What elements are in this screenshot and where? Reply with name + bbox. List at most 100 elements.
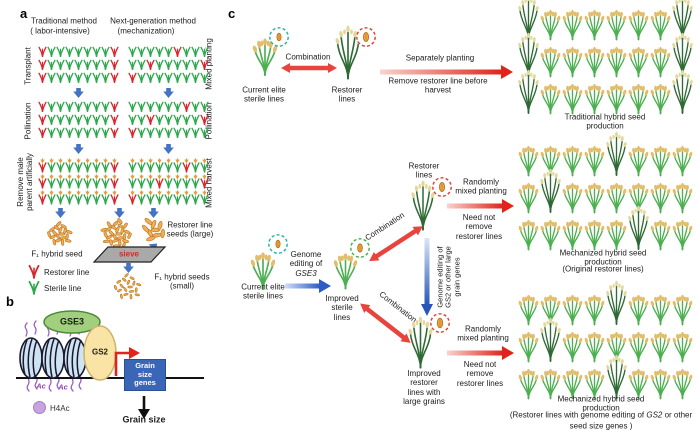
rice-plant-icon <box>584 331 604 362</box>
gradient-arrow-icon <box>447 346 514 360</box>
rice-sprout <box>200 189 209 205</box>
rice-sprout-icon <box>137 173 146 189</box>
rice-sprout-icon <box>83 114 92 126</box>
rice-sprout-icon <box>74 72 83 84</box>
rice-sprout-icon <box>56 101 65 113</box>
rice-sprout-icon <box>83 72 92 84</box>
rice-sprout <box>137 127 146 139</box>
rice-sprout <box>173 59 182 71</box>
rice-plant-icon <box>628 368 648 399</box>
rice-sprout-icon <box>164 127 173 139</box>
restorer-plant <box>539 168 561 213</box>
hybrid-plant <box>671 213 693 250</box>
down-arrow-icon <box>55 208 66 218</box>
down-arrow-icon <box>73 88 84 98</box>
rice-sprout-icon <box>74 189 83 205</box>
rice-plant-icon <box>672 219 692 250</box>
rice-sprout <box>182 101 191 113</box>
down-arrow-icon <box>123 263 134 273</box>
separately-planting-arrow <box>380 64 513 80</box>
rice-sprout <box>47 114 56 126</box>
rice-sprout <box>200 59 209 71</box>
hybrid-plant <box>539 40 561 77</box>
rice-sprout <box>65 189 74 205</box>
rice-sprout <box>74 157 83 173</box>
rice-sprout-icon <box>83 46 92 58</box>
rice-sprout-icon <box>200 173 209 189</box>
rice-sprout <box>155 46 164 58</box>
rice-sprout-icon <box>101 46 110 58</box>
hybrid-plant <box>561 139 583 176</box>
rice-sprout <box>65 46 74 58</box>
rice-sprout-icon <box>155 114 164 126</box>
hybrid-plant <box>561 325 583 362</box>
rice-plant-icon <box>628 331 648 362</box>
rice-sprout-icon <box>182 46 191 58</box>
rice-sprout-icon <box>128 114 137 126</box>
rice-sprout <box>164 157 173 173</box>
rice-plant-icon <box>628 46 648 77</box>
rice-sprout <box>146 72 155 84</box>
hybrid-plant <box>583 3 605 40</box>
rice-sprout <box>182 59 191 71</box>
rice-sprout <box>38 72 47 84</box>
rice-plant-icon <box>540 9 560 40</box>
rice-sprout <box>110 189 119 205</box>
rice-sprout-icon <box>101 157 110 173</box>
rice-sprout-icon <box>200 59 209 71</box>
rice-sprout-icon <box>83 173 92 189</box>
field3-caption-1: Mechanized hybrid seed production <box>557 394 645 413</box>
rice-sprout-icon <box>137 189 146 205</box>
restorer-seeds-label: Restorer line seeds (large) <box>166 220 214 239</box>
rice-sprout-icon <box>92 157 101 173</box>
rice-sprout-icon <box>146 173 155 189</box>
rice-plant-icon <box>562 368 582 399</box>
rice-sprout-icon <box>65 127 74 139</box>
hybrid-plant <box>583 40 605 77</box>
rice-sprout-icon <box>83 59 92 71</box>
grain-circle-icon <box>356 27 376 47</box>
rice-sprout-icon <box>56 46 65 58</box>
field2-caption-2: (Original restorer lines) <box>562 264 644 274</box>
rice-sprout <box>83 173 92 189</box>
rice-sprout <box>191 189 200 205</box>
rice-sprout-icon <box>128 127 137 139</box>
rice-sprout-icon <box>155 157 164 173</box>
rice-sprout <box>47 46 56 58</box>
hybrid-plant <box>583 176 605 213</box>
rice-sprout-icon <box>92 189 101 205</box>
hybrid-plant <box>583 213 605 250</box>
remove-restorer-label: Remove restorer line before harvest <box>388 76 488 95</box>
rice-sprout <box>101 114 110 126</box>
rice-plant-restorer-icon <box>539 317 561 362</box>
hybrid-plant <box>605 77 627 114</box>
rice-sprout <box>155 127 164 139</box>
stage-label-transplant: Transplant <box>23 47 33 85</box>
rice-sprout <box>200 101 209 113</box>
rice-sprout-icon <box>164 157 173 173</box>
grain-circle-icon <box>268 234 288 254</box>
rice-sprout <box>164 189 173 205</box>
rice-plant-icon <box>584 83 604 114</box>
hybrid-plant <box>517 176 539 213</box>
grain-circle-teal-icon <box>267 233 289 255</box>
rice-sprout-icon <box>83 127 92 139</box>
rice-plant-icon <box>628 294 648 325</box>
rice-sprout-icon <box>65 59 74 71</box>
method-right-subtitle: (mechanization) <box>117 26 175 36</box>
rice-sprout-icon <box>155 101 164 113</box>
hybrid-plant <box>649 139 671 176</box>
rice-plant-icon <box>650 294 670 325</box>
rice-sprout <box>65 114 74 126</box>
rice-sprout-icon <box>65 101 74 113</box>
rice-sprout <box>164 114 173 126</box>
rice-sprout <box>101 173 110 189</box>
rice-plant-icon <box>672 331 692 362</box>
rice-sprout <box>155 101 164 113</box>
rice-plant-icon <box>584 182 604 213</box>
rice-plant-icon <box>672 182 692 213</box>
legend-sterile-label: Sterile line <box>44 284 82 293</box>
rice-sprout-icon <box>92 101 101 113</box>
rice-plant-icon <box>540 83 560 114</box>
rice-sprout-icon <box>173 127 182 139</box>
